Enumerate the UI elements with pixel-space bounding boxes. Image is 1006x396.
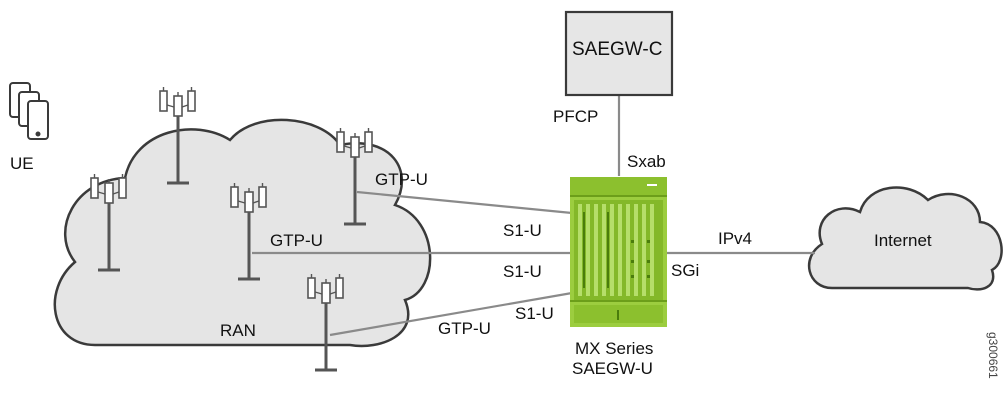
internet-label: Internet <box>874 231 932 250</box>
connection-lines <box>252 95 815 337</box>
gtp-u-label-top: GTP-U <box>375 170 428 189</box>
s1-u-label-top: S1-U <box>503 221 542 240</box>
saegw-u-label: SAEGW-U <box>572 359 653 378</box>
gtp-u-label-middle: GTP-U <box>270 231 323 250</box>
ipv4-label: IPv4 <box>718 229 753 248</box>
mx-series-label: MX Series <box>575 339 654 358</box>
saegw-c-box <box>564 10 674 97</box>
gtp-u-label-bottom: GTP-U <box>438 319 491 338</box>
ran-cloud <box>53 118 432 348</box>
s1-u-label-middle: S1-U <box>503 262 542 281</box>
sgi-label: SGi <box>671 261 700 280</box>
ue-device-icon <box>9 82 49 140</box>
ran-label: RAN <box>220 321 256 340</box>
s1-u-label-bottom: S1-U <box>515 304 554 323</box>
mx-series-router <box>570 177 667 327</box>
sxab-label: Sxab <box>627 152 666 171</box>
s1-u-line-top <box>356 190 573 215</box>
ue-label: UE <box>10 154 34 173</box>
figure-id: g300661 <box>986 332 1000 379</box>
pfcp-label: PFCP <box>553 107 599 126</box>
saegw-c-label: SAEGW-C <box>572 39 663 60</box>
s1-u-line-bottom <box>329 291 573 337</box>
internet-cloud <box>807 186 1003 291</box>
